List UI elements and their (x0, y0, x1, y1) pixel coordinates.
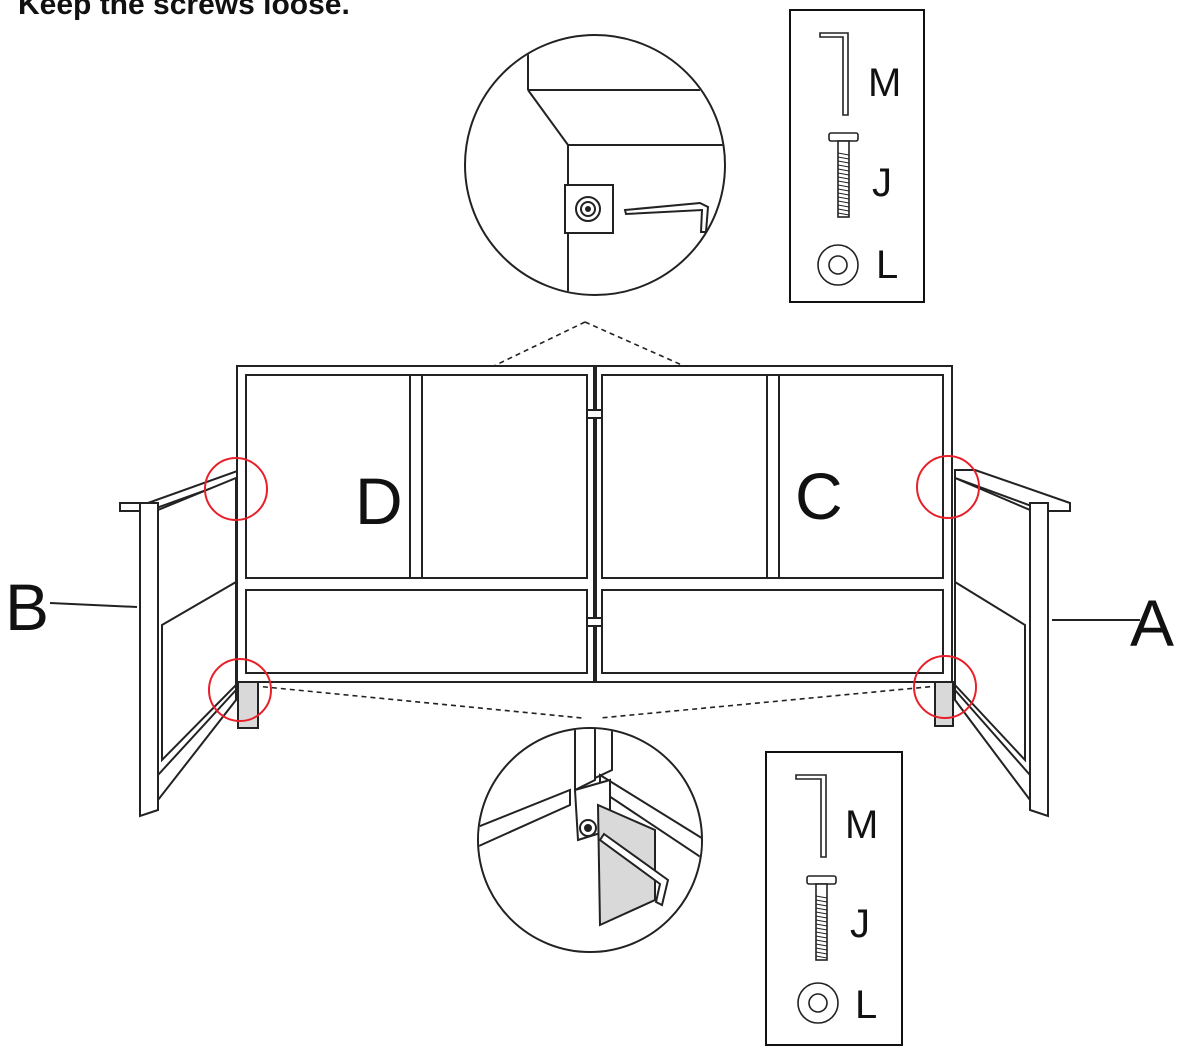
bolt-thread (837, 204, 850, 208)
bolt-icon (828, 132, 859, 218)
bolt-thread (815, 911, 828, 915)
allen-key-icon (795, 774, 827, 858)
bolt-thread (837, 164, 850, 168)
panel-label-b: B (5, 570, 49, 644)
panel-label-a: A (1130, 586, 1174, 660)
side-panel-b (119, 468, 241, 818)
bolt-thread (815, 935, 828, 939)
panel-label-c: C (795, 459, 843, 533)
instruction-text: Keep the screws loose. (18, 0, 350, 21)
bolt-thread (837, 168, 850, 172)
bolt-thread (815, 951, 828, 955)
hardware-box-bottom: M J L (765, 751, 903, 1046)
washer-icon (817, 244, 859, 286)
bolt-thread (815, 931, 828, 935)
bolt-thread (815, 915, 828, 919)
bolt-thread (837, 212, 850, 216)
bolt-thread (815, 927, 828, 931)
bolt-thread (837, 172, 850, 176)
bolt-head-icon (575, 196, 601, 222)
back-frame (236, 365, 954, 729)
bolt-icon (806, 875, 837, 961)
washer-icon (797, 982, 839, 1024)
bolt-thread (815, 919, 828, 923)
bolt-thread (815, 895, 828, 899)
bolt-thread (837, 208, 850, 212)
bolt-thread (837, 160, 850, 164)
bolt-thread (837, 192, 850, 196)
bolt-thread (837, 176, 850, 180)
highlight-circle-bottom-right (913, 655, 977, 719)
bolt-thread (815, 903, 828, 907)
detail-zoom-top (464, 34, 726, 296)
bolt-thread (815, 939, 828, 943)
bolt-thread (837, 156, 850, 160)
hardware-box-top: M J L (789, 9, 925, 303)
bolt-thread (815, 923, 828, 927)
highlight-circle-bottom-left (208, 658, 272, 722)
hardware-label-l: L (855, 983, 877, 1027)
bolt-thread (837, 200, 850, 204)
hardware-label-m: M (868, 61, 901, 105)
bolt-thread (815, 907, 828, 911)
bolt-thread (837, 152, 850, 156)
hardware-label-j: J (850, 902, 870, 946)
bolt-thread (815, 899, 828, 903)
highlight-circle-top-right (916, 455, 980, 519)
bolt-thread (815, 943, 828, 947)
hardware-label-j: J (872, 161, 892, 205)
label-pointers (49, 602, 1140, 621)
highlight-circles (204, 455, 980, 722)
bolt-thread (837, 196, 850, 200)
bolt-thread (815, 947, 828, 951)
bolt-thread (837, 184, 850, 188)
bolt-thread (837, 188, 850, 192)
highlight-circle-top-left (204, 457, 268, 521)
panel-label-d: D (355, 464, 403, 538)
side-panel-a (954, 469, 1071, 818)
detail-zoom-bottom (477, 727, 703, 953)
bolt-thread (837, 180, 850, 184)
allen-key-icon (819, 32, 849, 116)
hardware-label-m: M (845, 803, 878, 847)
hardware-label-l: L (876, 243, 898, 287)
allen-key-icon (623, 201, 710, 233)
bolt-thread (815, 955, 828, 959)
